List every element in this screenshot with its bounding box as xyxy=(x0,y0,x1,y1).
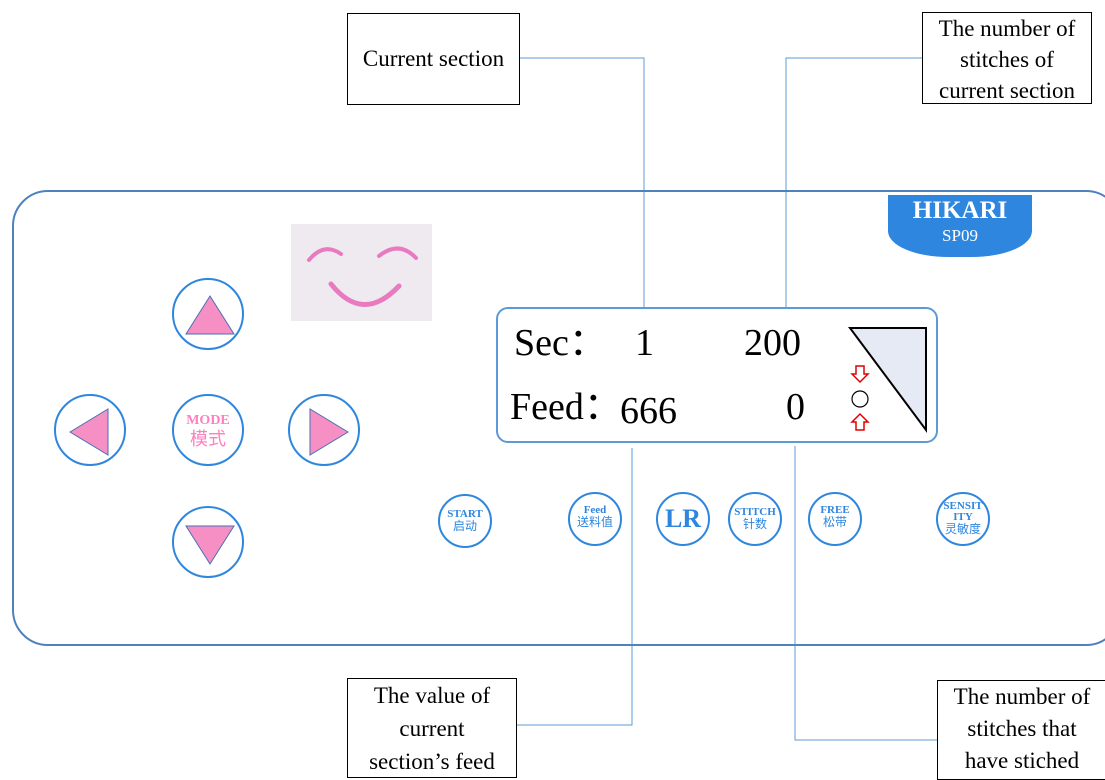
start-button[interactable]: START 启动 xyxy=(438,494,492,548)
callout-stitches-current-section: The number of stitches of current sectio… xyxy=(922,12,1092,104)
stitch-button[interactable]: STITCH 针数 xyxy=(728,492,782,546)
callout-stitches-done: The number of stitches that have stiched xyxy=(937,680,1105,780)
callout-feed-value: The value of current section’s feed xyxy=(347,678,517,778)
callout-line: current xyxy=(399,716,465,741)
callout-line: section’s feed xyxy=(369,749,495,774)
callout-line: stitches of xyxy=(960,47,1054,72)
free-label-zh: 松带 xyxy=(822,515,847,529)
callout-current-section: Current section xyxy=(347,13,520,105)
feed-label-en: Feed xyxy=(583,504,607,516)
brand-model: SP09 xyxy=(942,226,978,245)
right-button[interactable] xyxy=(288,394,360,466)
mode-button[interactable]: MODE 模式 xyxy=(172,394,244,466)
control-panel xyxy=(12,190,1105,646)
right-arrow-icon xyxy=(309,408,349,456)
callout-current-section-text: Current section xyxy=(362,46,505,71)
start-label-en: START xyxy=(447,508,483,520)
sensitivity-label-en-2: ITY xyxy=(953,511,973,523)
callout-line: stitches that xyxy=(967,716,1077,741)
callout-line: The number of xyxy=(938,16,1076,41)
brand-badge: HIKARI SP09 xyxy=(888,195,1032,257)
lcd-sec-label: Sec： xyxy=(514,322,607,364)
feed-button[interactable]: Feed 送料值 xyxy=(568,492,622,546)
lcd-sec-stitches: 200 xyxy=(744,322,801,364)
mode-label-zh: 模式 xyxy=(190,429,226,450)
stitch-label-zh: 针数 xyxy=(742,517,767,531)
lr-button[interactable]: LR xyxy=(656,492,710,546)
lcd-indicator xyxy=(848,327,927,434)
stitch-label-en: STITCH xyxy=(734,506,776,518)
start-label-zh: 启动 xyxy=(452,519,477,533)
left-arrow-icon xyxy=(69,408,109,456)
up-arrow-icon xyxy=(185,295,235,335)
free-button[interactable]: FREE 松带 xyxy=(808,492,862,546)
free-label-en: FREE xyxy=(820,504,850,516)
tension-triangle-icon xyxy=(848,327,927,434)
up-button[interactable] xyxy=(172,278,244,350)
brand-name: HIKARI xyxy=(912,197,1008,224)
lcd-sec-value: 1 xyxy=(635,322,654,364)
lr-label: LR xyxy=(664,504,702,533)
callout-line: The value of xyxy=(373,683,491,708)
sensor-circle-icon xyxy=(851,390,869,408)
down-indicator-icon xyxy=(850,365,870,384)
down-arrow-icon xyxy=(185,525,235,565)
mode-label-en: MODE xyxy=(186,413,230,428)
callout-line: have stiched xyxy=(964,748,1080,773)
sensitivity-label-zh: 灵敏度 xyxy=(944,522,981,536)
lcd-stitched-count: 0 xyxy=(786,386,805,428)
up-indicator-icon xyxy=(850,412,870,431)
feed-label-zh: 送料值 xyxy=(576,515,613,529)
callout-line: The number of xyxy=(953,684,1091,709)
callout-line: current section xyxy=(938,78,1076,103)
left-button[interactable] xyxy=(54,394,126,466)
smiley-icon xyxy=(291,224,432,321)
sensitivity-button[interactable]: SENSIT ITY 灵敏度 xyxy=(936,492,990,546)
down-button[interactable] xyxy=(172,506,244,578)
sensitivity-label-en-1: SENSIT xyxy=(943,500,983,512)
lcd-feed-label: Feed： xyxy=(510,386,622,428)
lcd-feed-value: 666 xyxy=(620,390,677,432)
